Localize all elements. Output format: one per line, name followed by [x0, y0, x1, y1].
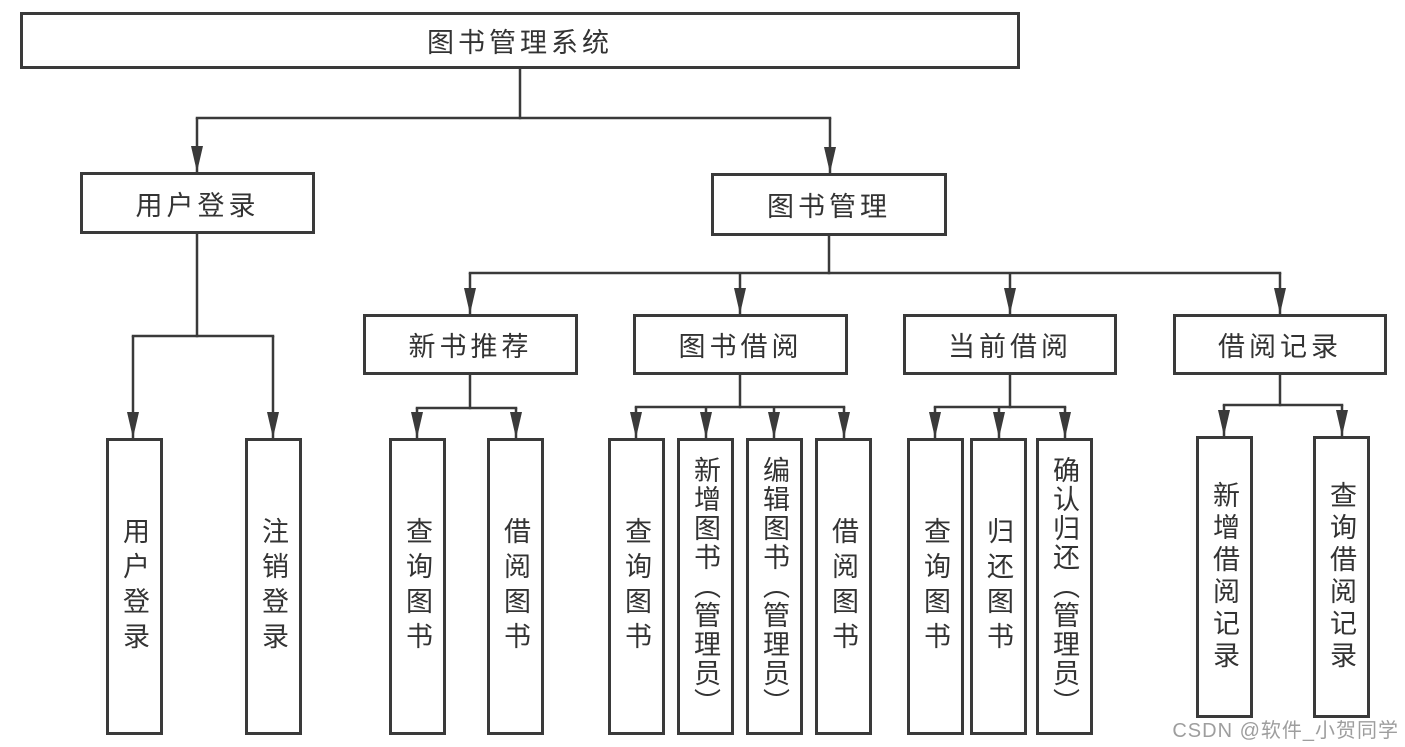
node-new-book-recommendation: 新书推荐 [363, 314, 578, 375]
leaf-add-borrow-record: 新增借阅记录 [1196, 436, 1253, 718]
node-book-management: 图书管理 [711, 173, 947, 236]
leaf-user-login: 用户登录 [106, 438, 163, 735]
leaf-query-books-current: 查询图书 [907, 438, 964, 735]
node-book-borrowing: 图书借阅 [633, 314, 848, 375]
leaf-logout: 注销登录 [245, 438, 302, 735]
leaf-return-books: 归还图书 [970, 438, 1027, 735]
leaf-query-borrow-record: 查询借阅记录 [1313, 436, 1370, 718]
csdn-watermark: CSDN @软件_小贺同学 [1172, 720, 1399, 742]
leaf-query-books-borrow: 查询图书 [608, 438, 665, 735]
node-current-borrowing: 当前借阅 [903, 314, 1117, 375]
leaf-borrow-books: 借阅图书 [815, 438, 872, 735]
leaf-query-books-recommend: 查询图书 [389, 438, 446, 735]
node-borrowing-records: 借阅记录 [1173, 314, 1387, 375]
leaf-borrow-books-recommend: 借阅图书 [487, 438, 544, 735]
node-user-login: 用户登录 [80, 172, 315, 234]
leaf-add-books-admin: 新增图书（管理员） [677, 438, 734, 735]
leaf-confirm-return-admin: 确认归还（管理员） [1036, 438, 1093, 735]
node-library-management-system: 图书管理系统 [20, 12, 1020, 69]
leaf-edit-books-admin: 编辑图书（管理员） [746, 438, 803, 735]
